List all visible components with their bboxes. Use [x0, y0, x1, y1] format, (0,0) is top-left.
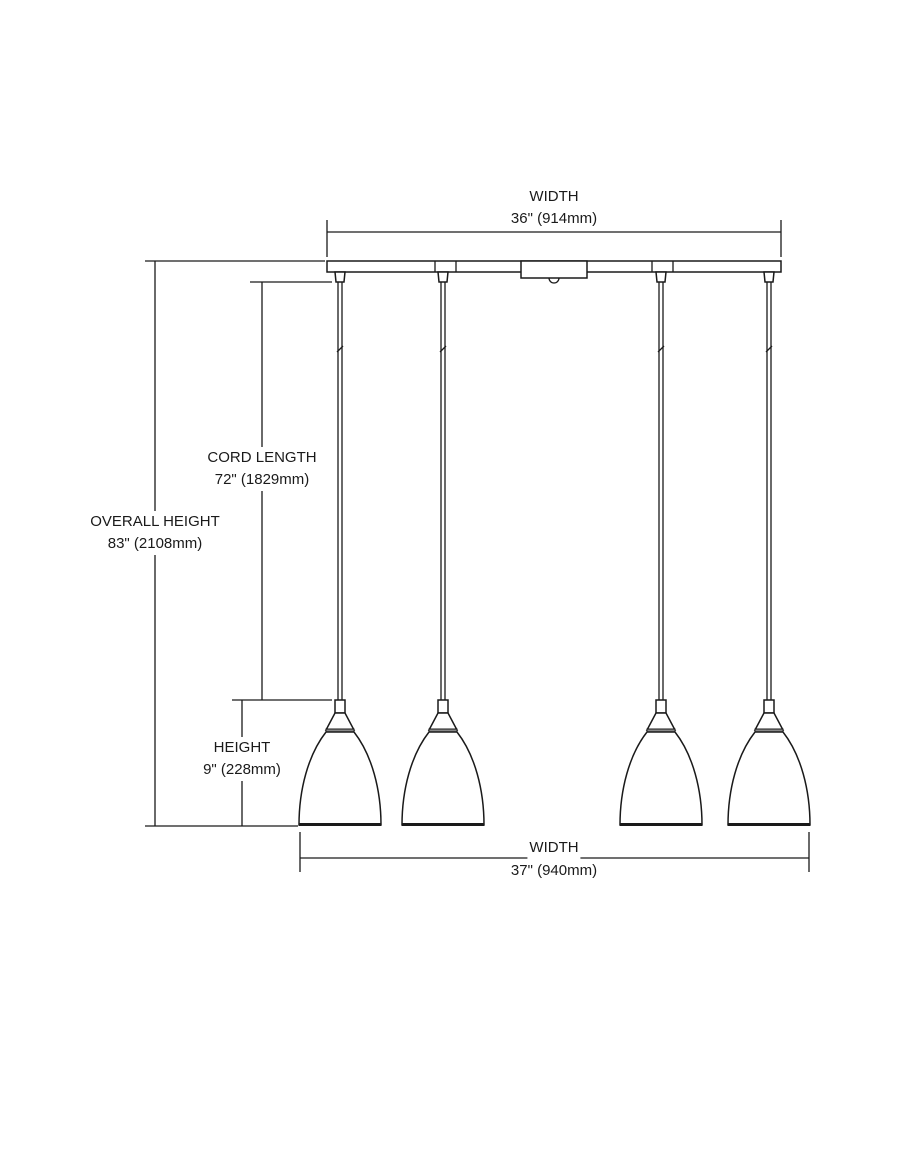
top-width-dimension-line [326, 220, 782, 257]
cord-length-value: 72" (1829mm) [212, 469, 312, 491]
cord-length-dimension-line [232, 281, 332, 701]
height-value: 9" (228mm) [201, 759, 283, 781]
top-width-label: WIDTH [527, 186, 581, 208]
height-label: HEIGHT [211, 737, 273, 759]
overall-height-value: 83" (2108mm) [105, 533, 205, 555]
canopy-bar [326, 260, 782, 284]
cord-length-label: CORD LENGTH [205, 447, 319, 469]
pendant-4 [727, 271, 811, 826]
top-width-value: 36" (914mm) [508, 208, 600, 230]
pendant-2 [401, 271, 485, 826]
pendant-3 [619, 271, 703, 826]
overall-height-label: OVERALL HEIGHT [88, 511, 222, 533]
bottom-width-label: WIDTH [527, 837, 581, 859]
bottom-width-value: 37" (940mm) [508, 860, 600, 882]
pendant-1 [298, 271, 382, 826]
